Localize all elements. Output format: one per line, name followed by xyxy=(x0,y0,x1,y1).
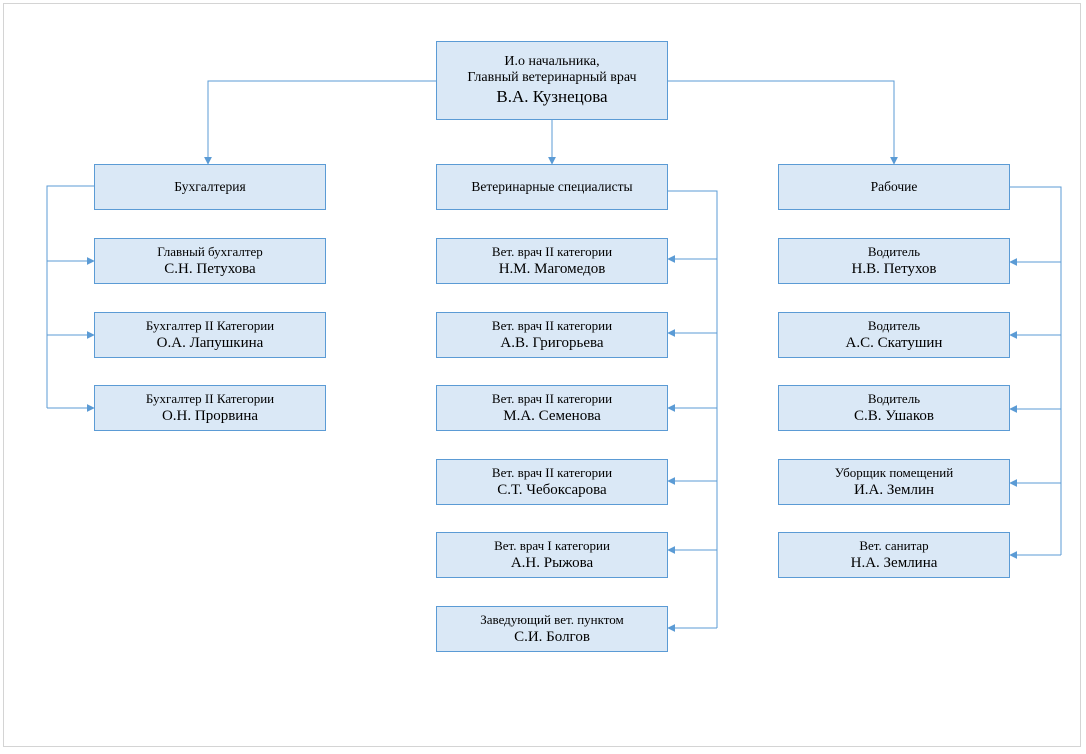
staff-role: Водитель xyxy=(867,391,921,407)
staff-box: Вет. врач II категории М.А. Семенова xyxy=(436,385,668,431)
staff-role: Вет. врач I категории xyxy=(494,538,610,554)
staff-name: С.Т. Чебоксарова xyxy=(497,481,607,498)
department-vets: Ветеринарные специалисты xyxy=(436,164,668,210)
staff-box: Вет. врач II категории Н.М. Магомедов xyxy=(436,238,668,284)
staff-box: Вет. врач I категории А.Н. Рыжова xyxy=(436,532,668,578)
staff-role: Заведующий вет. пунктом xyxy=(480,612,624,628)
department-title: Бухгалтерия xyxy=(174,178,246,194)
staff-role: Вет. врач II категории xyxy=(491,244,613,260)
staff-role: Водитель xyxy=(867,244,921,260)
department-accounting: Бухгалтерия xyxy=(94,164,326,210)
connector-head-to-workers xyxy=(668,80,898,165)
staff-role: Главный бухгалтер xyxy=(157,244,263,260)
staff-box: Водитель Н.В. Петухов xyxy=(778,238,1010,284)
staff-role: Водитель xyxy=(867,318,921,334)
staff-box: Главный бухгалтер С.Н. Петухова xyxy=(94,238,326,284)
staff-role: Вет. врач II категории xyxy=(491,465,613,481)
staff-name: О.Н. Прорвина xyxy=(161,407,259,424)
department-workers: Рабочие xyxy=(778,164,1010,210)
staff-name: М.А. Семенова xyxy=(503,407,601,424)
staff-name: И.А. Землин xyxy=(853,481,935,498)
staff-name: О.А. Лапушкина xyxy=(156,334,264,351)
staff-box: Заведующий вет. пунктом С.И. Болгов xyxy=(436,606,668,652)
staff-box: Вет. санитар Н.А. Землина xyxy=(778,532,1010,578)
staff-box: Бухгалтер II Категории О.А. Лапушкина xyxy=(94,312,326,358)
connector-vets-trunk xyxy=(668,190,718,628)
staff-name: Н.А. Землина xyxy=(850,554,938,571)
connector-workers-trunk xyxy=(1010,186,1062,555)
staff-box: Вет. врач II категории А.В. Григорьева xyxy=(436,312,668,358)
connector-accounting-trunk xyxy=(46,185,94,408)
staff-box: Бухгалтер II Категории О.Н. Прорвина xyxy=(94,385,326,431)
staff-box: Водитель С.В. Ушаков xyxy=(778,385,1010,431)
staff-role: Уборщик помещений xyxy=(834,465,954,481)
department-title: Рабочие xyxy=(870,178,918,194)
staff-name: С.И. Болгов xyxy=(514,628,590,645)
staff-box: Водитель А.С. Скатушин xyxy=(778,312,1010,358)
staff-box: Уборщик помещений И.А. Землин xyxy=(778,459,1010,505)
staff-name: А.Н. Рыжова xyxy=(510,554,594,571)
staff-name: А.С. Скатушин xyxy=(845,334,943,351)
staff-role: Вет. врач II категории xyxy=(491,318,613,334)
staff-role: Бухгалтер II Категории xyxy=(145,318,275,334)
head-title-line1: И.о начальника, xyxy=(504,53,600,69)
staff-role: Вет. врач II категории xyxy=(491,391,613,407)
staff-role: Бухгалтер II Категории xyxy=(145,391,275,407)
staff-role: Вет. санитар xyxy=(859,538,929,554)
staff-name: Н.М. Магомедов xyxy=(498,260,606,277)
head-title-line2: Главный ветеринарный врач xyxy=(467,70,637,86)
head-name: В.А. Кузнецова xyxy=(496,87,608,107)
staff-name: С.Н. Петухова xyxy=(164,260,256,277)
staff-name: С.В. Ушаков xyxy=(854,407,934,424)
diagram-frame xyxy=(3,3,1081,747)
connector-head-to-accounting xyxy=(204,80,436,165)
head-box: И.о начальника, Главный ветеринарный вра… xyxy=(436,41,668,120)
staff-name: Н.В. Петухов xyxy=(851,260,937,277)
department-title: Ветеринарные специалисты xyxy=(471,178,633,194)
staff-box: Вет. врач II категории С.Т. Чебоксарова xyxy=(436,459,668,505)
staff-name: А.В. Григорьева xyxy=(500,334,604,351)
